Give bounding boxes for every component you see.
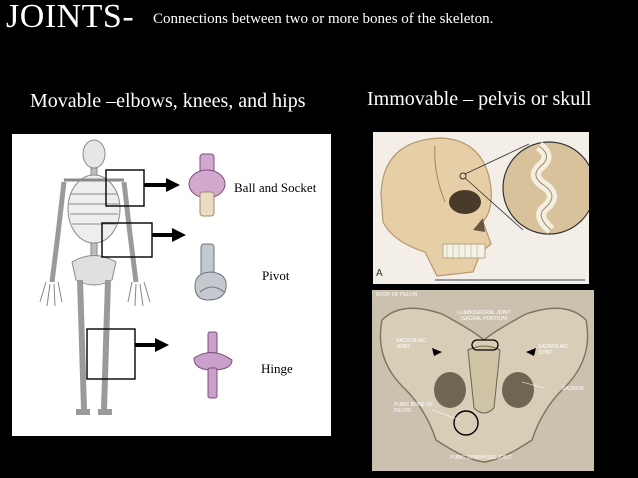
ball-socket-label: Ball and Socket: [234, 180, 317, 195]
skeleton-joints-figure: Ball and Socket Pivot Hinge: [12, 134, 331, 436]
pelvis-figure: Roof of pelvis Lumbosacral joint (sacral…: [372, 290, 594, 471]
pelvis-label-lumbosacral: Lumbosacral joint (sacral portion): [457, 310, 511, 322]
slide-title: JOINTS-: [6, 0, 135, 35]
immovable-heading: Immovable – pelvis or skull: [367, 88, 592, 110]
skeleton-illustration: [39, 139, 233, 415]
pelvis-label-pubic-bone: Pubic bone of pelvis: [394, 402, 434, 414]
movable-heading: Movable –elbows, knees, and hips: [30, 90, 306, 112]
skull-illustration: [380, 137, 589, 277]
hinge-label: Hinge: [261, 361, 293, 376]
pelvis-label-sacrum: Sacrum: [562, 386, 584, 392]
skull-caption-fine-print: [435, 279, 585, 281]
pelvis-label-sacroiliac-right: Sacroiliac joint: [538, 344, 569, 356]
pelvis-label-pubic-symphysis: Pubic symphysis joint: [450, 455, 512, 461]
hinge-model: [193, 331, 233, 399]
pelvis-illustration: [379, 307, 589, 463]
skull-figure: A: [373, 132, 589, 284]
pelvis-label-roof: Roof of pelvis: [376, 292, 418, 298]
pivot-model: [194, 243, 227, 301]
pivot-label: Pivot: [262, 268, 290, 283]
skull-figure-letter: A: [376, 268, 383, 279]
slide-subtitle: Connections between two or more bones of…: [153, 11, 494, 27]
pelvis-label-sacroiliac-left: Sacroiliac joint: [396, 338, 427, 350]
ball-socket-model: [188, 153, 226, 217]
